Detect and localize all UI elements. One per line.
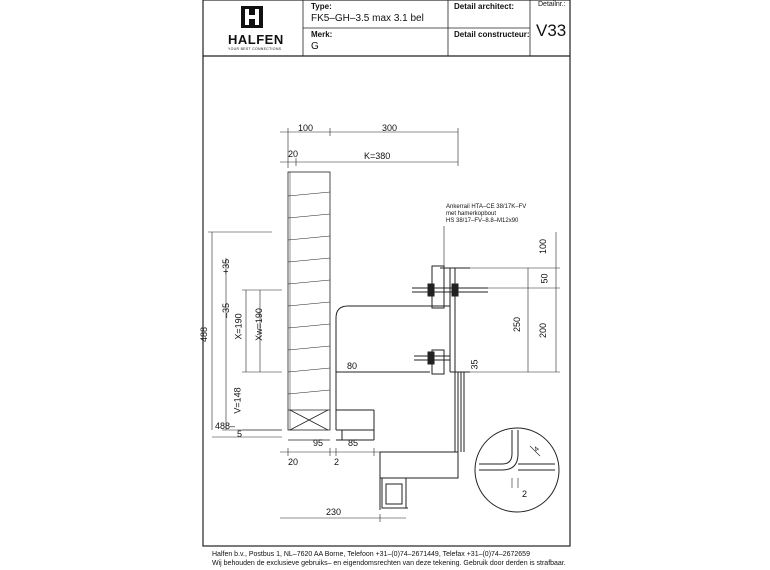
dim-right-100: 100 — [538, 238, 549, 255]
anchor-annotation-line1: Ankerrail HTA–CE 38/17K–FV — [446, 204, 527, 210]
dim-5: 5 — [237, 429, 243, 439]
logo-wordmark: HALFEN — [228, 32, 284, 47]
dim-top-100: 100 — [298, 123, 314, 133]
detail-circle — [474, 427, 560, 513]
brick-wall — [287, 171, 331, 441]
dim-x190: X=190 — [233, 313, 244, 340]
dim-right-250: 250 — [512, 316, 523, 333]
dim-right-50: 50 — [539, 273, 550, 284]
dim-plus35: +35 — [221, 258, 232, 275]
detail-architect-label: Detail architect: — [454, 2, 515, 11]
dim-xw190: Xw=190 — [253, 308, 264, 341]
anchor-annotation-line2: met hamerkopbout — [446, 211, 497, 217]
logo-tagline: YOUR BEST CONNECTIONS — [228, 47, 282, 51]
merk-value: G — [311, 41, 319, 52]
dim-bottom-95: 95 — [313, 438, 324, 448]
window-frame — [379, 451, 459, 510]
merk-label: Merk: — [311, 30, 333, 39]
dim-v148: V=148 — [232, 387, 243, 414]
sheet-frame — [202, 0, 571, 547]
dim-488: 488 — [199, 326, 210, 343]
detail-constructeur-label: Detail constructeur: — [454, 30, 530, 39]
anchor-rail — [412, 265, 488, 375]
dim-bottom-85: 85 — [348, 438, 359, 448]
support-bracket — [335, 305, 450, 441]
type-value: FK5–GH–3.5 max 3.1 bel — [311, 13, 424, 24]
dim-right-35: 35 — [469, 359, 480, 370]
dim-k380: K=380 — [364, 151, 391, 161]
detail-nr-value: V33 — [536, 21, 567, 40]
dim-right-200: 200 — [538, 322, 549, 339]
concrete-edge — [440, 267, 470, 452]
detail-dim-2: 2 — [522, 489, 528, 499]
detail-nr-label: Detailnr.: — [538, 1, 566, 8]
dimension-lines — [208, 128, 560, 522]
anchor-annotation-line3: HS 38/17–FV–8.8–M12x90 — [446, 218, 519, 224]
dim-minus35: –35 — [221, 302, 232, 319]
dim-bottom-20: 20 — [288, 457, 299, 467]
footer-copyright: Wij behouden de exclusieve gebruiks– en … — [212, 560, 566, 567]
footer-address: Halfen b.v., Postbus 1, NL–7620 AA Borne… — [212, 551, 530, 558]
type-label: Type: — [311, 2, 332, 11]
dim-bottom-2: 2 — [334, 457, 340, 467]
footer: Halfen b.v., Postbus 1, NL–7620 AA Borne… — [212, 550, 566, 568]
dim-488-mark: 488– — [215, 421, 236, 431]
dim-80: 80 — [347, 361, 358, 371]
halfen-logo-icon — [241, 6, 263, 28]
dim-top-300: 300 — [382, 123, 398, 133]
dim-top-20: 20 — [288, 149, 299, 159]
dim-bottom-230: 230 — [326, 507, 342, 517]
